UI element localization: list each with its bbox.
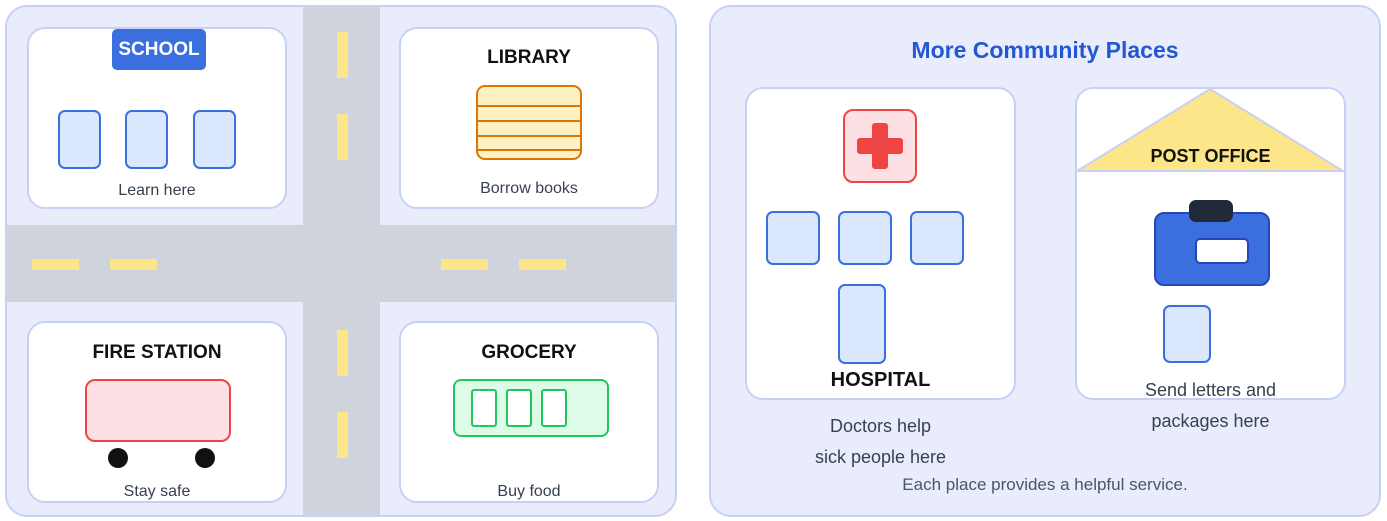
cross-bar-horizontal [857,138,903,154]
post-office-door [1163,305,1211,363]
fire-station-title: FIRE STATION [92,342,222,363]
road-dash [32,259,79,270]
wheel-icon [108,448,128,468]
hospital-card: HOSPITAL [745,87,1016,400]
book-line [478,149,580,151]
grocery-caption: Buy food [497,483,561,500]
post-office-title: POST OFFICE [1150,146,1271,166]
road-dash [110,259,157,270]
neighborhood-map: SCHOOL Learn here LIBRARY Borrow books F… [5,5,677,517]
footer-note: Each place provides a helpful service. [902,475,1188,494]
road-dash [519,259,566,270]
school-window [125,110,168,169]
hospital-window [838,211,892,265]
hospital-window [910,211,964,265]
library-card: LIBRARY Borrow books [399,27,659,209]
book-line [478,105,580,107]
mailbox-slot [1195,238,1249,264]
hospital-caption-line: sick people here [814,447,947,467]
book-line [478,135,580,137]
road-dash [337,114,348,160]
cart-slot [471,389,497,427]
road-horizontal [7,225,675,302]
shopping-cart-icon [453,379,609,437]
library-title: LIBRARY [487,47,571,68]
wheel-icon [195,448,215,468]
school-card: SCHOOL Learn here [27,27,287,209]
cart-slot [506,389,532,427]
post-office-roof-icon [1077,89,1344,172]
post-office-caption-line: Send letters and [1144,380,1277,400]
mailbox-handle [1189,200,1233,222]
community-places-panel: More Community Places HOSPITAL Doctors h… [709,5,1381,517]
school-caption: Learn here [118,182,196,199]
grocery-card: GROCERY Buy food [399,321,659,503]
fire-station-card: FIRE STATION Stay safe [27,321,287,503]
library-caption: Borrow books [480,180,578,197]
road-dash [337,330,348,376]
road-dash [441,259,488,270]
hospital-door [838,284,886,364]
post-office-caption: Send letters and packages here [1075,375,1346,437]
hospital-caption: Doctors help sick people here [745,411,1016,473]
fire-truck-icon [85,379,231,442]
medical-cross-icon [843,109,917,183]
post-office-caption-line: packages here [1151,411,1270,431]
school-sign: SCHOOL [112,29,206,70]
grocery-title: GROCERY [481,342,577,363]
road-dash [337,32,348,78]
book-line [478,120,580,122]
road-dash [337,412,348,458]
book-icon [476,85,582,160]
fire-station-caption: Stay safe [123,483,191,500]
hospital-title: HOSPITAL [830,369,931,391]
post-office-card: POST OFFICE [1075,87,1346,400]
cart-slot [541,389,567,427]
school-window [193,110,236,169]
hospital-caption-line: Doctors help [829,416,932,436]
hospital-window [766,211,820,265]
school-window [58,110,101,169]
places-title: More Community Places [911,37,1179,63]
